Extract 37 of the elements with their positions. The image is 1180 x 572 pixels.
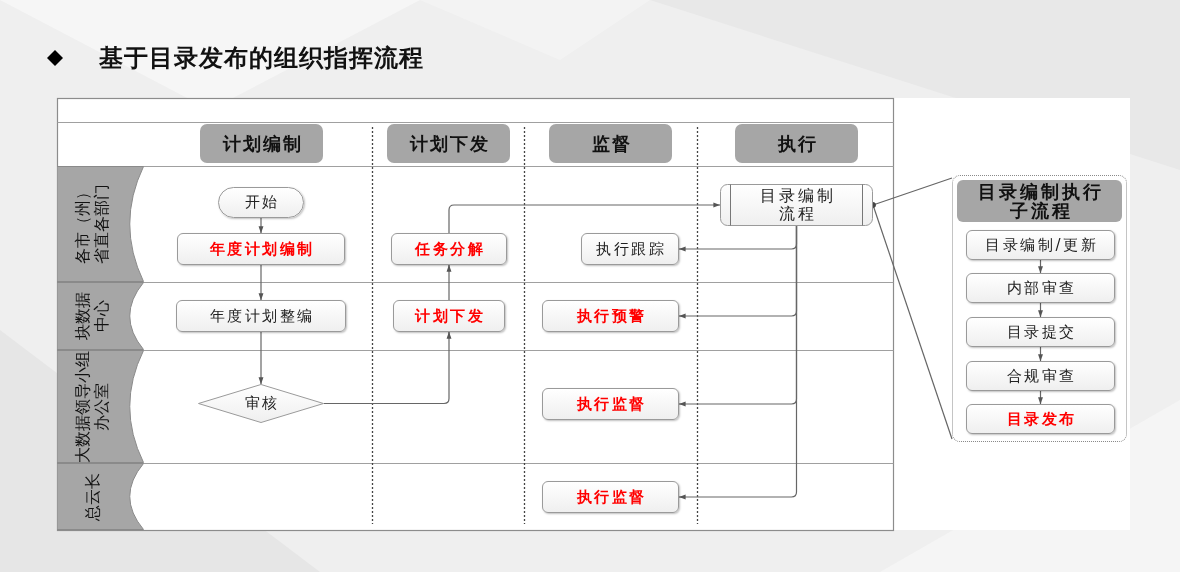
arrow bbox=[258, 264, 264, 301]
predefined-process-box: 目录编制流程 bbox=[720, 184, 873, 226]
column-header: 执行 bbox=[735, 124, 858, 163]
arrow bbox=[258, 217, 264, 234]
arrow bbox=[1038, 346, 1043, 362]
arrow bbox=[446, 264, 452, 301]
arrow bbox=[1038, 302, 1043, 318]
process-box: 任务分解 bbox=[391, 233, 507, 265]
process-box: 年度计划编制 bbox=[177, 233, 345, 265]
column-header: 计划编制 bbox=[200, 124, 323, 163]
lane-header: 块数据中心 bbox=[57, 282, 144, 350]
process-box: 执行预警 bbox=[542, 300, 679, 332]
process-box: 目录发布 bbox=[966, 404, 1115, 434]
process-box: 执行监督 bbox=[542, 388, 679, 420]
process-box: 目录提交 bbox=[966, 317, 1115, 347]
arrow bbox=[258, 331, 264, 385]
process-box: 年度计划整编 bbox=[176, 300, 346, 332]
lane-header: 大数据领导小组办公室 bbox=[57, 350, 144, 463]
process-box: 内部审查 bbox=[966, 273, 1115, 303]
arrow bbox=[448, 202, 721, 234]
arrow bbox=[1038, 390, 1043, 405]
process-box: 目录编制/更新 bbox=[966, 230, 1115, 260]
start-terminal: 开始 bbox=[218, 187, 304, 218]
process-box: 合规审查 bbox=[966, 361, 1115, 391]
column-header: 监督 bbox=[549, 124, 672, 163]
column-header: 计划下发 bbox=[387, 124, 510, 163]
panel-heading: 目录编制执行子流程 bbox=[957, 180, 1122, 222]
lane-header: 总云长 bbox=[57, 463, 144, 530]
process-box: 执行监督 bbox=[542, 481, 679, 513]
arrow bbox=[323, 331, 452, 405]
arrow bbox=[1038, 259, 1043, 274]
lane-header: 各市（州）省直各部门 bbox=[57, 166, 144, 282]
page-title: 基于目录发布的组织指挥流程 bbox=[99, 43, 424, 73]
arrow bbox=[678, 225, 798, 500]
process-box: 计划下发 bbox=[393, 300, 505, 332]
process-box: 执行跟踪 bbox=[581, 233, 679, 265]
decision-diamond: 审核 bbox=[198, 384, 324, 423]
